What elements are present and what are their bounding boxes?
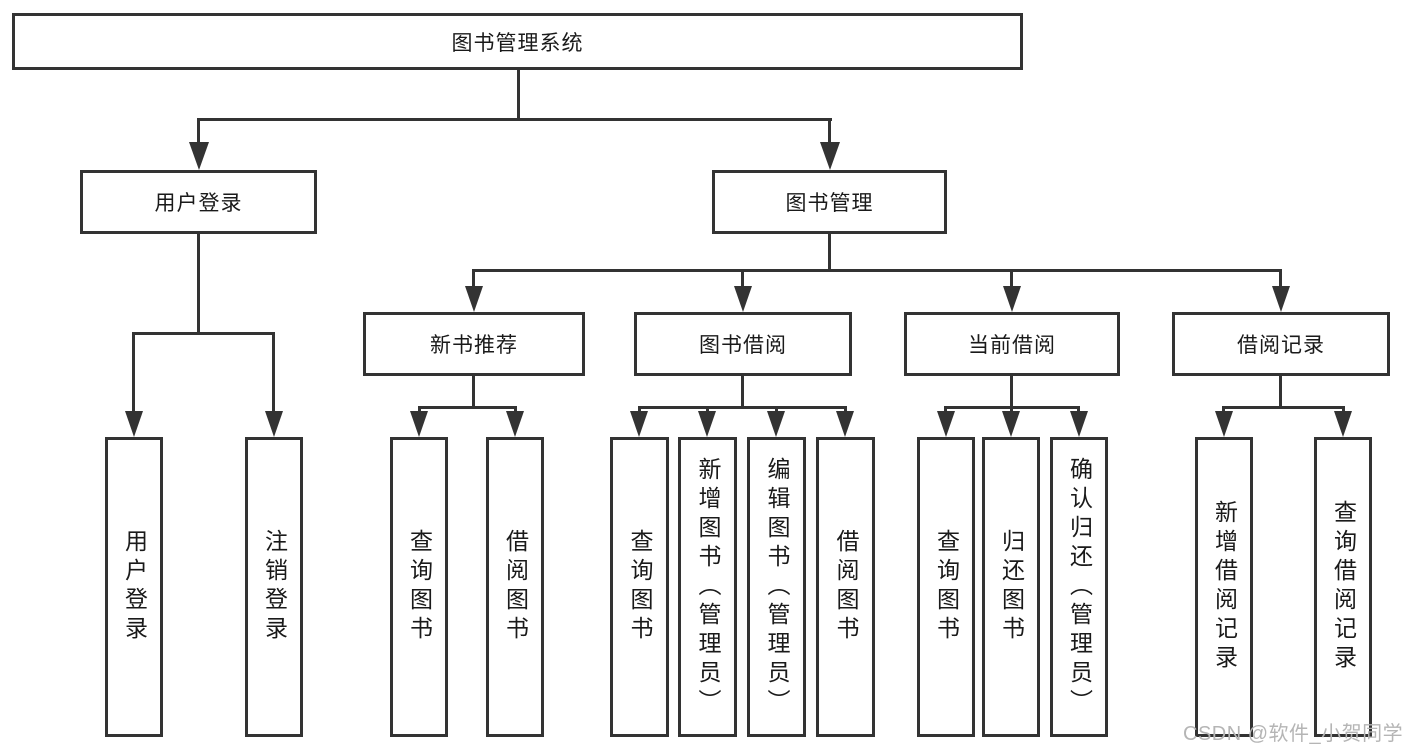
leaf-edit-book-admin: 编辑图书（管理员） [747,437,806,737]
connector-line [272,332,275,414]
connector-line [638,406,847,409]
connector-line [828,118,831,146]
node-library-management-system: 图书管理系统 [12,13,1023,70]
arrow-down-icon [506,411,524,437]
leaf-return-book: 归还图书 [982,437,1040,737]
leaf-user-login: 用户登录 [105,437,163,737]
leaf-query-books-current: 查询图书 [917,437,975,737]
arrow-down-icon [465,286,483,312]
leaf-query-books-recommend: 查询图书 [390,437,448,737]
leaf-add-book-admin: 新增图书（管理员） [678,437,737,737]
arrow-down-icon [1002,411,1020,437]
arrow-down-icon [1272,286,1290,312]
arrow-down-icon [189,142,209,170]
connector-line [741,376,744,409]
connector-line [1010,376,1013,409]
arrow-down-icon [1215,411,1233,437]
connector-line [132,332,135,414]
node-current-borrowing: 当前借阅 [904,312,1120,376]
connector-line [1279,376,1282,409]
node-user-login: 用户登录 [80,170,317,234]
connector-line [197,118,832,121]
connector-line [197,234,200,334]
connector-line [472,376,475,409]
connector-line [418,406,517,409]
arrow-down-icon [820,142,840,170]
arrow-down-icon [734,286,752,312]
connector-line [1279,269,1282,289]
leaf-query-books-borrowing: 查询图书 [610,437,669,737]
node-book-management: 图书管理 [712,170,947,234]
connector-line [197,118,200,146]
arrow-down-icon [836,411,854,437]
connector-line [517,70,520,120]
connector-line [472,269,475,289]
arrow-down-icon [767,411,785,437]
connector-line [1223,406,1344,409]
leaf-borrow-books-recommend: 借阅图书 [486,437,544,737]
arrow-down-icon [1334,411,1352,437]
connector-line [828,234,831,271]
arrow-down-icon [630,411,648,437]
leaf-confirm-return-admin: 确认归还（管理员） [1050,437,1108,737]
watermark: CSDN @软件_小贺同学 [1183,723,1404,745]
arrow-down-icon [1003,286,1021,312]
leaf-add-borrow-record: 新增借阅记录 [1195,437,1253,737]
leaf-logout: 注销登录 [245,437,303,737]
leaf-query-borrow-record: 查询借阅记录 [1314,437,1372,737]
node-new-book-recommend: 新书推荐 [363,312,585,376]
arrow-down-icon [265,411,283,437]
arrow-down-icon [125,411,143,437]
connector-line [741,269,744,289]
node-borrowing-records: 借阅记录 [1172,312,1390,376]
arrow-down-icon [698,411,716,437]
leaf-borrow-books: 借阅图书 [816,437,875,737]
arrow-down-icon [410,411,428,437]
connector-line [472,269,1282,272]
connector-line [132,332,275,335]
arrow-down-icon [937,411,955,437]
node-book-borrowing: 图书借阅 [634,312,852,376]
arrow-down-icon [1070,411,1088,437]
connector-line [1010,269,1013,289]
